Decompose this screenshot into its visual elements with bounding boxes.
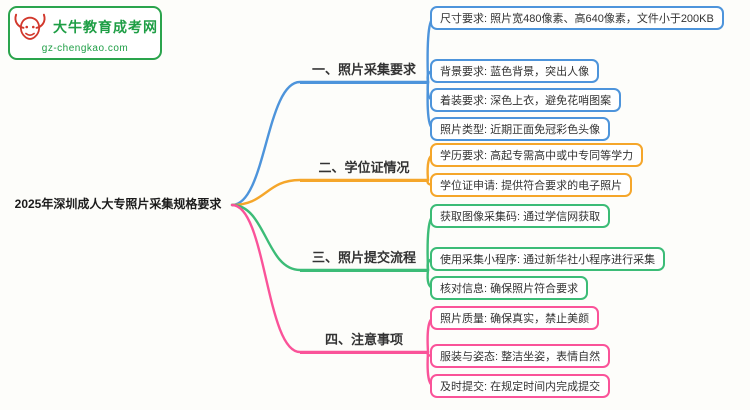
leaf-dress-posture: 服装与姿态: 整洁坐姿，表情自然 [430, 344, 611, 368]
leaf-use-mini-program: 使用采集小程序: 通过新华社小程序进行采集 [430, 247, 666, 271]
leaf-verify-info: 核对信息: 确保照片符合要求 [430, 276, 589, 300]
branch-node-photo-requirements: 一、照片采集要求 [300, 60, 428, 84]
logo-title: 大牛教育成考网 [53, 19, 158, 35]
branch-node-submit-process: 三、照片提交流程 [300, 248, 428, 272]
branch-curve [230, 80, 430, 207]
leaf-size-requirement: 尺寸要求: 照片宽480像素、高640像素，文件小于200KB [430, 6, 724, 30]
leaf-timely-submit: 及时提交: 在规定时间内完成提交 [430, 374, 611, 398]
branch-node-notes: 四、注意事项 [300, 330, 428, 354]
leaf-background-requirement: 背景要求: 蓝色背景，突出人像 [430, 59, 600, 83]
branch-node-degree-status: 二、学位证情况 [300, 158, 428, 182]
root-node: 2025年深圳成人大专照片采集规格要求 [14, 197, 222, 211]
branch-curve [230, 203, 430, 272]
leaf-dress-requirement: 着装要求: 深色上衣，避免花哨图案 [430, 88, 622, 112]
site-logo: 大牛教育成考网 gz-chengkao.com [8, 6, 162, 60]
logo-subtitle: gz-chengkao.com [41, 43, 129, 54]
bull-icon [14, 13, 46, 40]
leaf-photo-quality: 照片质量: 确保真实，禁止美颜 [430, 306, 600, 330]
leaf-get-collection-code: 获取图像采集码: 通过学信网获取 [430, 204, 611, 228]
leaf-education-requirement: 学历要求: 高起专需高中或中专同等学力 [430, 143, 644, 167]
leaf-photo-type: 照片类型: 近期正面免冠彩色头像 [430, 117, 611, 141]
leaf-degree-application: 学位证申请: 提供符合要求的电子照片 [430, 173, 633, 197]
branch-curve [230, 178, 430, 207]
branch-curve [230, 203, 430, 354]
